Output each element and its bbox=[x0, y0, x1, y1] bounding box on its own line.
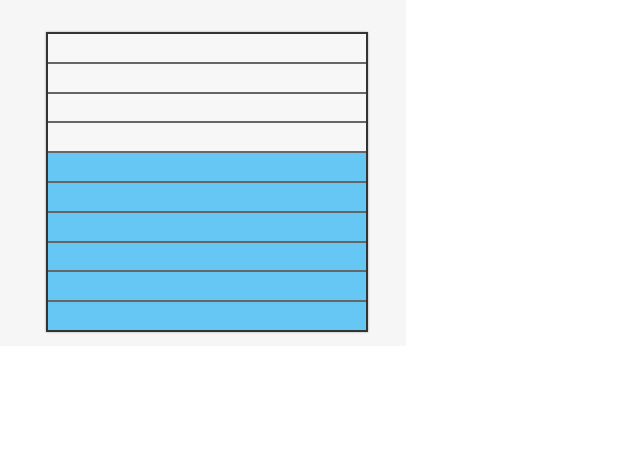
shaded-part bbox=[48, 300, 366, 330]
unshaded-part bbox=[48, 34, 366, 62]
shaded-part bbox=[48, 180, 366, 211]
fraction-bar-model bbox=[46, 32, 368, 332]
unshaded-part bbox=[48, 91, 366, 122]
unshaded-part bbox=[48, 61, 366, 92]
diagram-panel bbox=[0, 0, 406, 346]
shaded-part bbox=[48, 210, 366, 241]
unshaded-part bbox=[48, 121, 366, 152]
shaded-part bbox=[48, 270, 366, 301]
shaded-part bbox=[48, 240, 366, 271]
shaded-part bbox=[48, 151, 366, 181]
